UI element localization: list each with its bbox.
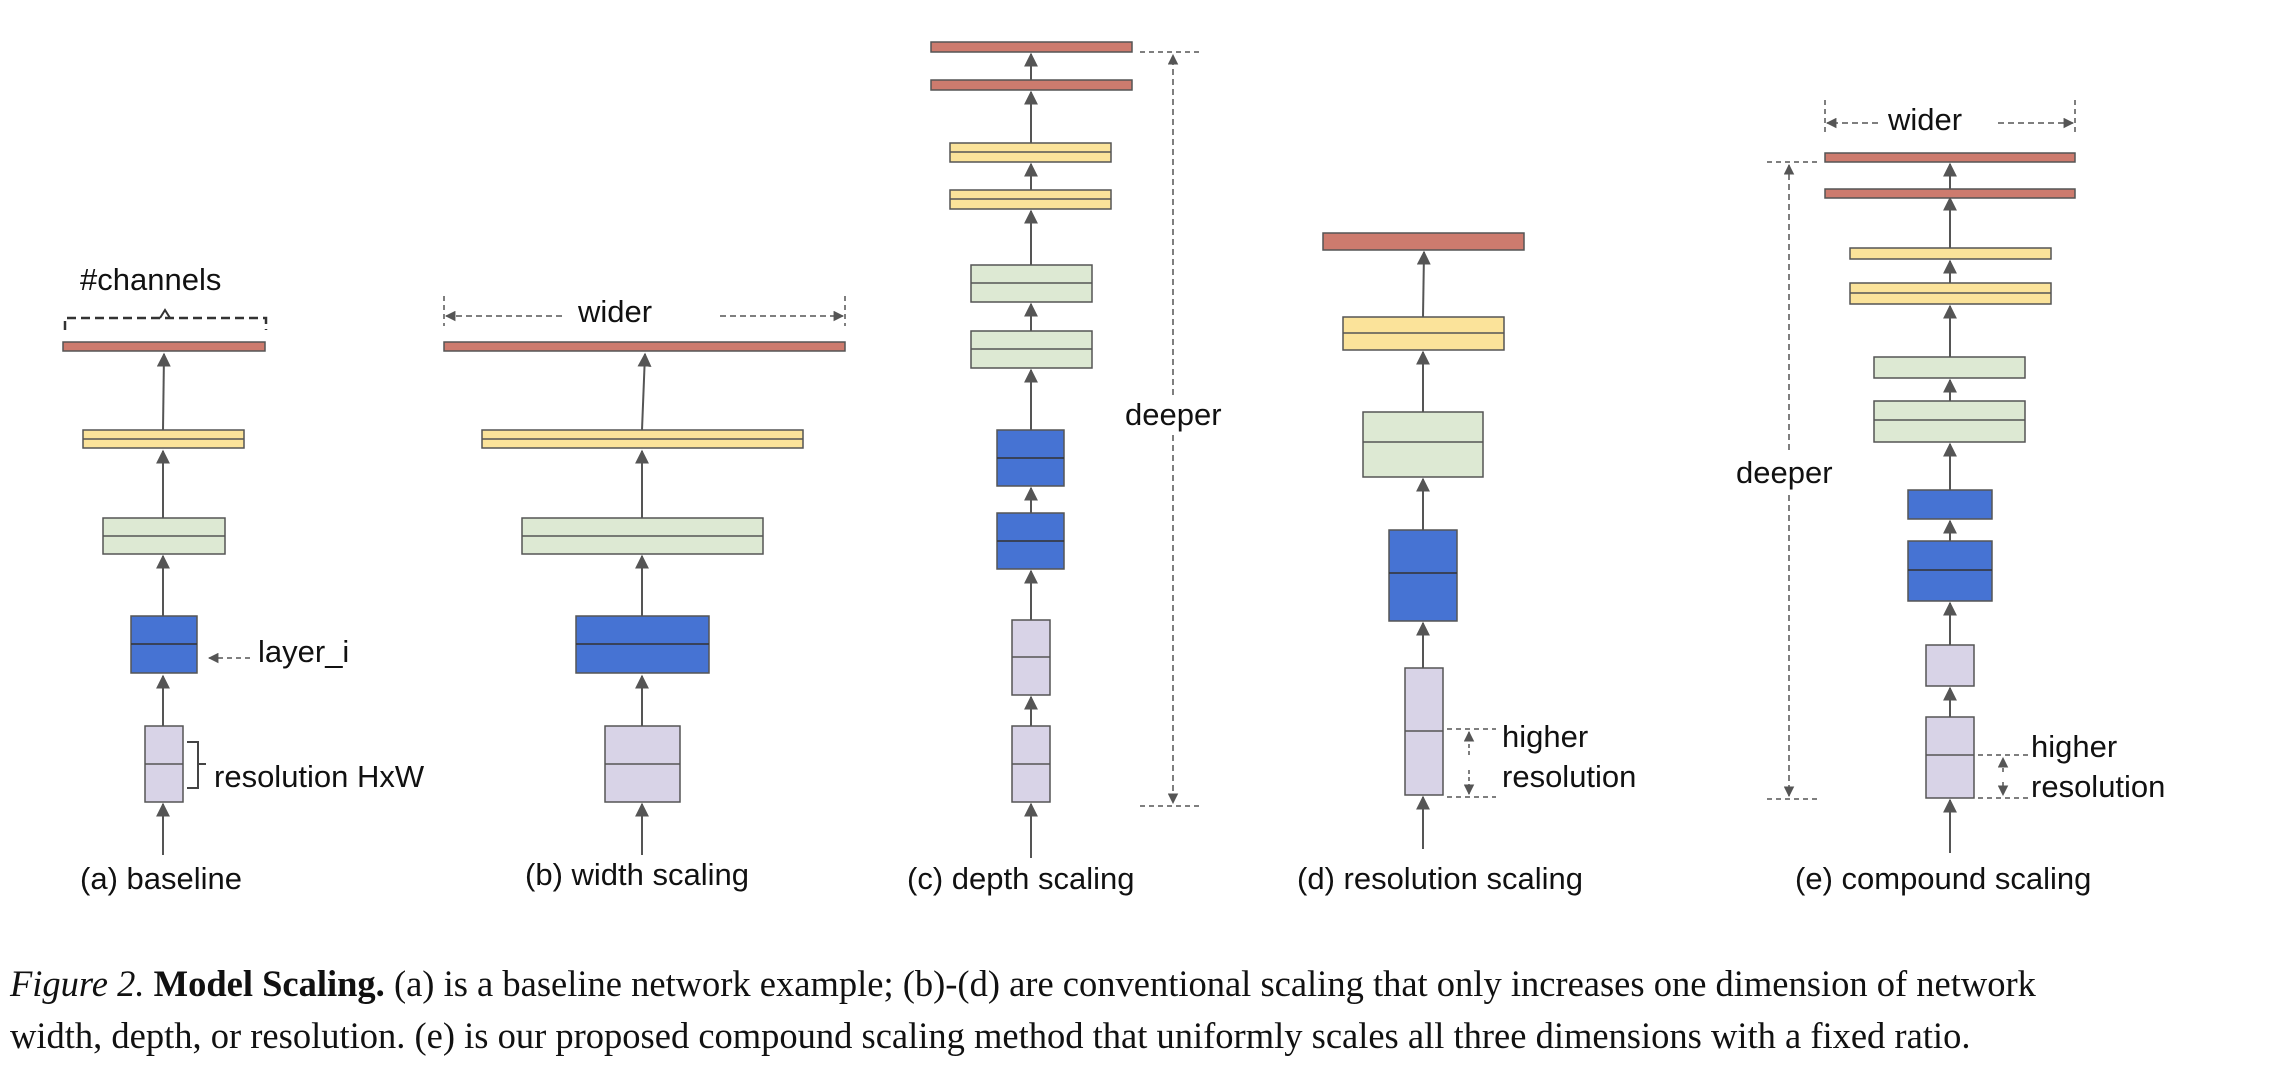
deeper-label: deeper: [1736, 455, 1833, 490]
output-layer-red: [1824, 188, 2076, 199]
conv-block-blue: [1907, 489, 1993, 520]
model-scaling-figure: #channels layer_i resolution HxW (a) bas…: [62, 41, 2165, 896]
caption-resolution-scaling: (d) resolution scaling: [1297, 861, 1583, 896]
caption-line-2: width, depth, or resolution. (e) is our …: [10, 1015, 1971, 1056]
resolution-label: resolution: [2031, 769, 2165, 804]
wider-label: wider: [1887, 102, 1962, 137]
resolution-label: resolution: [1502, 759, 1636, 794]
output-layer-red: [1322, 232, 1525, 251]
wider-label: wider: [577, 294, 652, 329]
output-layer-red: [930, 41, 1133, 53]
higher-label: higher: [2031, 729, 2117, 764]
resolution-hxw-label: resolution HxW: [214, 759, 425, 794]
conv-block-yellow: [1849, 247, 2052, 260]
deeper-label: deeper: [1125, 397, 1222, 432]
conv-block-green: [1873, 400, 2026, 443]
caption-width-scaling: (b) width scaling: [525, 857, 749, 892]
conv-block-green: [1873, 356, 2026, 379]
layer-i-label: layer_i: [258, 634, 349, 669]
diagram-width-scaling: wider (b) width scaling: [443, 294, 846, 892]
caption-compound-scaling: (e) compound scaling: [1795, 861, 2091, 896]
input-block: [1925, 716, 1975, 799]
output-layer-red: [930, 79, 1133, 91]
conv-block-blue: [1388, 529, 1458, 622]
figure-label: Figure 2.: [10, 963, 145, 1004]
output-layer-red: [1824, 152, 2076, 163]
caption-depth-scaling: (c) depth scaling: [907, 861, 1134, 896]
output-layer-red: [62, 341, 266, 352]
caption-baseline: (a) baseline: [80, 861, 242, 896]
input-block: [1925, 644, 1975, 687]
caption-title: Model Scaling.: [153, 963, 385, 1004]
caption-line-1-text: (a) is a baseline network example; (b)-(…: [384, 963, 2036, 1004]
conv-block-blue: [1907, 540, 1993, 602]
figure-caption: Figure 2. Model Scaling. (a) is a baseli…: [10, 958, 2286, 1062]
higher-label: higher: [1502, 719, 1588, 754]
diagram-compound-scaling: wider deeper higher resolution (e) compo…: [1736, 100, 2165, 896]
diagram-resolution-scaling: higher resolution (d) resolution scaling: [1297, 232, 1636, 896]
diagram-baseline: #channels layer_i resolution HxW (a) bas…: [62, 262, 425, 896]
caption-line-1: Figure 2. Model Scaling. (a) is a baseli…: [10, 958, 2286, 1010]
channels-label: #channels: [80, 262, 221, 297]
diagram-depth-scaling: deeper (c) depth scaling: [907, 41, 1222, 896]
conv-block-green: [1362, 411, 1484, 478]
output-layer-red: [443, 341, 846, 352]
